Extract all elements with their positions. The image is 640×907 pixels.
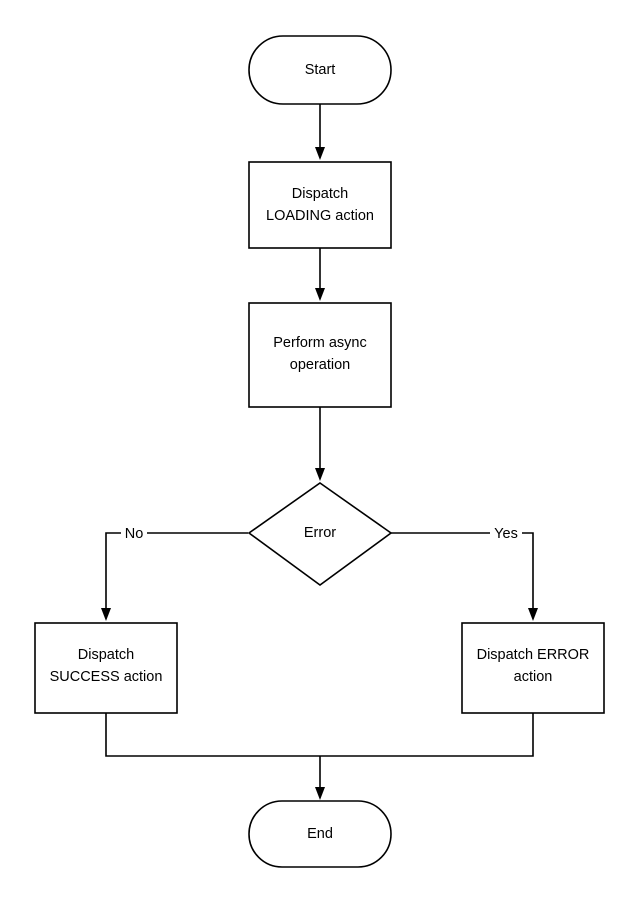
node-error-decision-label: Error bbox=[304, 525, 336, 541]
node-label-line: Dispatch ERROR bbox=[477, 647, 590, 663]
edge-error-yes-to-errordispatch bbox=[391, 532, 538, 621]
node-label-line: Start bbox=[305, 62, 336, 78]
node-dispatch-error-label: Dispatch ERROR action bbox=[477, 647, 590, 685]
edge-async-to-error bbox=[315, 407, 325, 481]
node-label-line: Perform async bbox=[273, 335, 366, 351]
edge-success-to-merge bbox=[105, 713, 320, 757]
node-label-line: Error bbox=[304, 525, 336, 541]
node-end-label: End bbox=[307, 826, 333, 842]
node-dispatch-error: Dispatch ERROR action bbox=[461, 622, 605, 714]
edge-errordispatch-to-merge bbox=[320, 713, 534, 757]
node-label-line: SUCCESS action bbox=[50, 669, 163, 685]
node-label-line: Dispatch bbox=[78, 647, 134, 663]
edge-error-no-to-success bbox=[101, 532, 248, 621]
node-label-line: LOADING action bbox=[266, 208, 374, 224]
edge-label-no: No bbox=[121, 524, 147, 542]
node-perform-async: Perform async operation bbox=[248, 302, 392, 408]
node-start: Start bbox=[248, 35, 392, 105]
node-label-line: End bbox=[307, 826, 333, 842]
node-label-line: operation bbox=[290, 357, 350, 373]
node-perform-async-label: Perform async operation bbox=[273, 335, 366, 373]
edges: No Yes bbox=[101, 104, 538, 800]
node-end: End bbox=[248, 800, 392, 868]
edge-loading-to-async bbox=[315, 248, 325, 301]
node-start-label: Start bbox=[305, 62, 336, 78]
edge-start-to-loading bbox=[315, 104, 325, 160]
edge-label-no-text: No bbox=[125, 526, 144, 542]
node-label-line: action bbox=[514, 669, 553, 685]
edge-label-yes-text: Yes bbox=[494, 526, 518, 542]
edge-label-yes: Yes bbox=[490, 524, 522, 542]
node-label-line: Dispatch bbox=[292, 186, 348, 202]
edge-merge-to-end bbox=[315, 756, 325, 800]
node-error-decision: Error bbox=[247, 482, 393, 586]
